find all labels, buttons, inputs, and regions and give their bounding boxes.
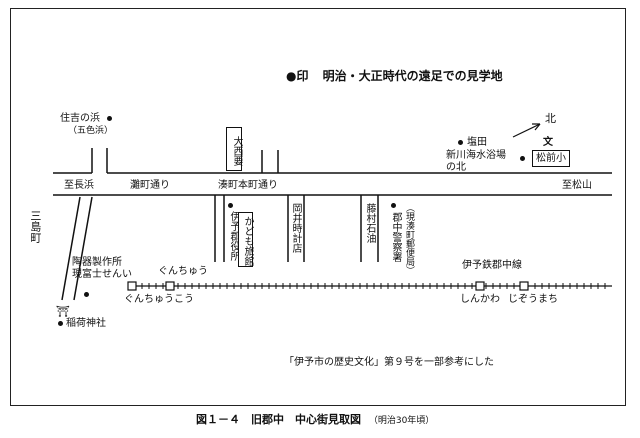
label-station-gunchu: ぐんちゅう bbox=[158, 266, 208, 277]
label-iyogun: 伊予郡役所 bbox=[228, 211, 239, 261]
north-arrow bbox=[512, 123, 541, 138]
site-dot bbox=[107, 116, 113, 121]
torii-icon: ⛩ bbox=[56, 305, 70, 318]
label-nagahama: 至長浜 bbox=[64, 180, 94, 191]
station-gunchu-kou bbox=[127, 281, 137, 291]
label-fujimura: 藤村石油 bbox=[364, 203, 375, 243]
map-frame bbox=[10, 8, 626, 406]
label-nadamachi: 灘町通り bbox=[130, 180, 170, 191]
label-tomiyoshi: 現富士せんい bbox=[72, 269, 132, 280]
compass-label: 北 bbox=[545, 112, 556, 125]
label-shiota: 塩田 bbox=[467, 137, 487, 148]
caption-main: 図１－４ 旧郡中 中心街見取図 bbox=[196, 413, 361, 426]
station-jizoumachi bbox=[519, 281, 529, 291]
label-matsuyama: 至松山 bbox=[562, 180, 592, 191]
site-dot bbox=[458, 140, 463, 145]
label-minatomachi: 湊町本町通り bbox=[218, 180, 278, 191]
place-inari: 稲荷神社 bbox=[58, 318, 106, 329]
label-railway: 伊予鉄郡中線 bbox=[462, 260, 522, 271]
place-sumiyoshi: 住吉の浜 bbox=[60, 113, 113, 124]
caption-sub: （明治30年頃） bbox=[368, 416, 435, 426]
site-dot bbox=[84, 292, 89, 297]
label-niikawa-north: の北 bbox=[446, 162, 466, 173]
site-dot bbox=[228, 203, 233, 208]
label-toki: 陶器製作所 bbox=[72, 257, 122, 268]
label-station-jizoumachi: じぞうまち bbox=[508, 294, 558, 305]
matsumae-school: 松前小 bbox=[532, 150, 570, 167]
legend: ●印 明治・大正時代の遠足での見学地 bbox=[286, 69, 503, 83]
label-niikawa: 新川海水浴場 bbox=[446, 150, 506, 161]
label-keisatsu: 郡中警察署 bbox=[390, 212, 401, 262]
mishima-street-a bbox=[61, 196, 81, 301]
label-goshiki: （五色浜） bbox=[68, 126, 114, 136]
label-okai: 岡井時計店 bbox=[290, 203, 301, 253]
place-shiota: 塩田 bbox=[458, 137, 487, 148]
label-inari: 稲荷神社 bbox=[66, 318, 106, 329]
legend-marker: ●印 bbox=[286, 69, 309, 83]
figure-caption: 図１－４ 旧郡中 中心街見取図 （明治30年頃） bbox=[196, 413, 435, 427]
school-symbol: 文 bbox=[543, 137, 553, 148]
north-arrow-head bbox=[532, 123, 541, 131]
site-dot bbox=[391, 203, 396, 208]
mishima-street-b bbox=[73, 196, 93, 301]
legend-text: 明治・大正時代の遠足での見学地 bbox=[322, 69, 503, 83]
label-yubinkyoku: （現湊町郵便局） bbox=[404, 203, 414, 275]
label-station-gunchu-kou: ぐんちゅうこう bbox=[124, 294, 194, 305]
label-station-shinkawa: しんかわ bbox=[460, 294, 500, 305]
kadomo-inn: かども旅館 bbox=[238, 212, 253, 267]
site-dot bbox=[58, 321, 63, 326]
reference-note: 「伊予市の歴史文化」第９号を一部参考にした bbox=[284, 357, 494, 368]
label-sumiyoshi: 住吉の浜 bbox=[60, 113, 100, 124]
daisei-building: 大西要 bbox=[226, 127, 242, 171]
station-shinkawa bbox=[475, 281, 485, 291]
label-mishima: 三島町 bbox=[28, 210, 42, 243]
site-dot bbox=[520, 156, 525, 161]
station-gunchu bbox=[165, 281, 175, 291]
